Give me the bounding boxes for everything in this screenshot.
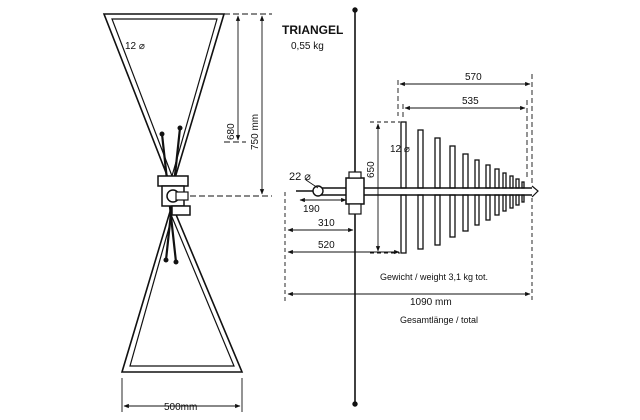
dim-650-label: 650 [366, 161, 377, 178]
feed-clamp [157, 175, 191, 216]
triangle-width-label: 500mm [164, 402, 197, 413]
dim-190-label: 190 [303, 204, 320, 215]
dim-520-label: 520 [318, 240, 335, 251]
boom-diameter-label: 22 ⌀ [289, 171, 311, 183]
weight-label: Gewicht / weight 3,1 kg tot. [380, 272, 488, 282]
lower-triangle-element [120, 202, 244, 373]
triangle-height-750-label: 750 mm [250, 114, 261, 150]
dim-310-label: 310 [318, 218, 335, 229]
dim-535-label: 535 [462, 96, 479, 107]
upper-triangle-element [102, 13, 226, 191]
triangle-height-680-label: 680 [226, 123, 237, 140]
triangle-rod-diameter: 12 ⌀ [125, 41, 145, 52]
total-length-caption: Gesamtlänge / total [400, 315, 478, 325]
triangle-weight: 0,55 kg [291, 41, 324, 52]
dim-570-label: 570 [465, 72, 482, 83]
total-length-label: 1090 mm [410, 297, 452, 308]
logper-antenna [296, 121, 539, 254]
logper-rod-diameter: 12 ⌀ [390, 144, 410, 155]
triangle-antenna [102, 13, 244, 373]
triangle-title: TRIANGEL [282, 23, 343, 37]
logper-elements [400, 121, 525, 254]
